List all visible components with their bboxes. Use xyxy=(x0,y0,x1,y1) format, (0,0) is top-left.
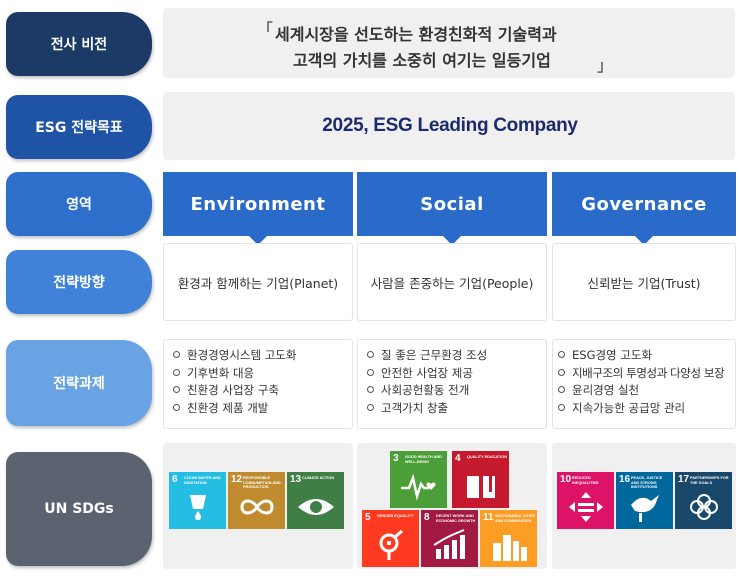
sdg-tile-11: 11 SUSTAINABLE CITIES AND COMMUNITIES xyxy=(480,510,537,567)
sdg-title: QUALITY EDUCATION xyxy=(467,455,507,459)
sdg-number: 11 xyxy=(483,512,494,523)
row-label-tasks: 전략과제 xyxy=(6,340,152,426)
direction-box-governance xyxy=(552,243,736,321)
pillar-header-social: Social xyxy=(357,172,547,245)
sdg-tile-13: 13 CLIMATE ACTION xyxy=(287,472,344,529)
tasks-list-governance: ESG경영 고도화 지배구조의 투명성과 다양성 보장 윤리경영 실천 지속가능… xyxy=(552,339,736,429)
sdg-number: 6 xyxy=(172,474,178,485)
infinity-icon xyxy=(240,499,274,515)
sdg-title: GOOD HEALTH AND WELL-BEING xyxy=(405,455,442,464)
sdg-tile-12: 12 RESPONSIBLE CONSUMPTION AND PRODUCTIO… xyxy=(228,472,285,529)
list-item: 고객가치 창출 xyxy=(367,400,547,418)
sdg-tile-4: 4 QUALITY EDUCATION xyxy=(452,451,509,508)
sdg-number: 10 xyxy=(560,474,572,485)
equality-arrows-icon xyxy=(569,492,603,522)
city-icon xyxy=(493,535,527,561)
row-label-vision: 전사 비전 xyxy=(6,12,152,76)
eye-earth-icon xyxy=(298,499,334,515)
list-item: 친환경 제품 개발 xyxy=(173,400,353,418)
sdg-number: 4 xyxy=(455,453,461,464)
sdg-number: 16 xyxy=(619,474,631,485)
sdg-title: SUSTAINABLE CITIES AND COMMUNITIES xyxy=(495,514,536,523)
sdg-title: PARTNERSHIPS FOR THE GOALS xyxy=(690,476,729,485)
row-label-esg-goal: ESG 전략목표 xyxy=(6,95,152,159)
sdg-tile-5: 5 GENDER EQUALITY xyxy=(362,510,419,567)
row-label-direction: 전략방향 xyxy=(6,250,152,314)
vision-open-bracket: 「 xyxy=(257,20,274,39)
list-item: 윤리경영 실천 xyxy=(558,382,736,400)
vision-statement: 「 세계시장을 선도하는 환경친화적 기술력과 고객의 가치를 소중히 여기는 … xyxy=(165,8,735,78)
list-item: 사회공헌활동 전개 xyxy=(367,382,547,400)
heartbeat-icon xyxy=(401,473,436,501)
direction-box-social xyxy=(357,243,547,321)
sdg-tile-10: 10 REDUCED INEQUALITIES xyxy=(557,472,614,529)
sdg-title: PEACE, JUSTICE AND STRONG INSTITUTIONS xyxy=(631,476,663,489)
tasks-list-environment: 환경경영시스템 고도화 기후변화 대응 친환경 사업장 구축 친환경 제품 개발 xyxy=(163,339,353,429)
sdg-number: 17 xyxy=(678,474,690,485)
dove-icon xyxy=(631,495,659,522)
row-label-area: 영역 xyxy=(6,172,152,236)
list-item: 질 좋은 근무환경 조성 xyxy=(367,347,547,365)
water-drop-icon xyxy=(190,495,206,520)
direction-social: 사람을 존중하는 기업(People) xyxy=(370,275,534,291)
sdg-number: 3 xyxy=(393,453,399,464)
vision-line-2: 고객의 가치를 소중히 여기는 일등기업 xyxy=(293,51,551,70)
sdg-number: 12 xyxy=(231,474,243,485)
direction-box-environment xyxy=(163,243,353,321)
direction-governance: 신뢰받는 기업(Trust) xyxy=(587,275,701,291)
sdg-number: 13 xyxy=(290,474,302,485)
sdg-title: REDUCED INEQUALITIES xyxy=(572,476,599,485)
vision-panel xyxy=(163,8,735,78)
sdg-title: RESPONSIBLE CONSUMPTION AND PRODUCTION xyxy=(243,476,281,489)
sdg-title: CLEAN WATER AND SANITATION xyxy=(184,476,221,485)
pillar-header-environment: Environment xyxy=(163,172,353,245)
sdg-number: 5 xyxy=(365,512,371,523)
esg-goal-text: 2025, ESG Leading Company xyxy=(322,115,578,136)
sdg-tile-6: 6 CLEAN WATER AND SANITATION xyxy=(169,472,226,529)
sdg-title: GENDER EQUALITY xyxy=(377,514,414,518)
vision-close-bracket: 」 xyxy=(597,56,614,75)
sdg-number: 8 xyxy=(424,512,430,523)
vision-line-1: 세계시장을 선도하는 환경친화적 기술력과 xyxy=(275,25,557,44)
list-item: 지배구조의 투명성과 다양성 보장 xyxy=(558,365,736,383)
direction-environment: 환경과 함께하는 기업(Planet) xyxy=(177,275,339,291)
sdg-tile-17: 17 PARTNERSHIPS FOR THE GOALS xyxy=(675,472,732,529)
list-item: 환경경영시스템 고도화 xyxy=(173,347,353,365)
sdg-tile-3: 3 GOOD HEALTH AND WELL-BEING xyxy=(390,451,447,508)
list-item: 안전한 사업장 제공 xyxy=(367,365,547,383)
pillar-header-governance: Governance xyxy=(552,172,736,245)
growth-chart-icon xyxy=(433,529,465,559)
sdg-title: DECENT WORK AND ECONOMIC GROWTH xyxy=(436,514,476,523)
flower-rings-icon xyxy=(690,494,718,520)
sdg-title: CLIMATE ACTION xyxy=(302,476,335,480)
list-item: ESG경영 고도화 xyxy=(558,347,736,365)
row-label-sdgs: UN SDGs xyxy=(6,452,152,566)
list-item: 지속가능한 공급망 관리 xyxy=(558,400,736,418)
list-item: 기후변화 대응 xyxy=(173,365,353,383)
sdg-tile-16: 16 PEACE, JUSTICE AND STRONG INSTITUTION… xyxy=(616,472,673,529)
esg-goal-panel xyxy=(163,92,735,160)
sdg-tile-8: 8 DECENT WORK AND ECONOMIC GROWTH xyxy=(421,510,478,567)
gender-icon xyxy=(379,529,403,560)
tasks-list-social: 질 좋은 근무환경 조성 안전한 사업장 제공 사회공헌활동 전개 고객가치 창… xyxy=(357,339,547,429)
book-icon xyxy=(467,472,495,498)
list-item: 친환경 사업장 구축 xyxy=(173,382,353,400)
